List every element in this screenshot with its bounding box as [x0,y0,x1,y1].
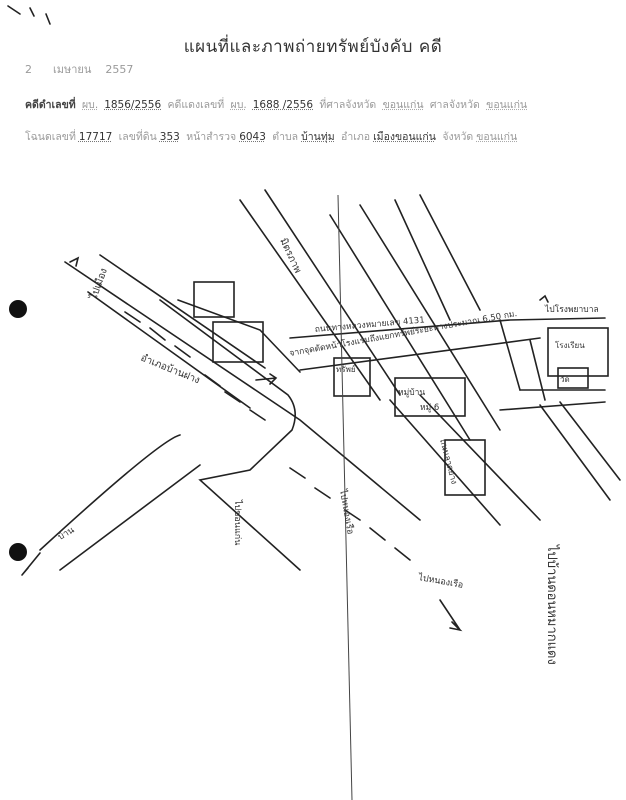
black-case-no: 1856/2556 [104,99,162,111]
subject-box [333,357,371,397]
temple-box [557,367,589,389]
pole-ticks [124,311,411,561]
court-value: ขอนแก่น [382,99,424,111]
highway-branch-line [177,299,301,373]
label-right-side: ไปบ้านดอนหมากแดง [544,544,560,665]
black-case-prefix: ผบ. [82,99,99,111]
survey-no: 6043 [239,131,266,143]
road-northeast [329,204,501,441]
deed-no: 17717 [78,131,113,143]
arrow-top-right [539,294,549,303]
date-year: 2557 [105,63,134,76]
red-case-no: 1688 /2556 [252,99,314,111]
label-top-right: ไปโรงพยาบาล [544,304,599,315]
land-no-label: เลขที่ดิน [118,131,157,143]
arrow-down [439,599,463,632]
black-case-label: คดีดำเลขที่ [25,99,76,111]
label-highway: อำเภอบ้านฝาง [139,352,202,387]
label-left-road: ไปขอนแก่น [232,499,243,545]
red-case-prefix: ผบ. [230,99,247,111]
building-box-2 [193,281,235,318]
highway-lines [87,254,266,409]
district-label: อำเภอ [341,131,371,143]
label-temple: วัด [560,375,570,384]
highway-upper-line [64,261,421,521]
arrow-up-left [69,256,80,267]
province-label: จังหวัด [442,131,474,143]
punch-hole-top [9,300,27,318]
label-school: โรงเรียน [555,340,585,350]
province: ขอนแก่น [476,131,518,143]
page-title: แผนที่และภาพถ่ายทรัพย์บังคับ คดี [183,37,443,57]
subdistrict-label: ตำบล [272,131,299,143]
school-box [547,327,609,377]
province-court-label: ศาลจังหวัด [429,99,480,111]
label-to-left: บ้าน [56,525,76,543]
moo-box [444,439,486,496]
arrow-down-left [21,552,41,576]
case-row: คดีดำเลขที่ ผบ. 1856/2556 คดีแดงเลขที่ ผบ… [25,96,530,113]
survey-label: หน้าสำรวจ [186,131,237,143]
label-subject: ทรัพย์ [336,364,356,374]
road-east-branch [539,401,621,501]
deed-label: โฉนดเลขที่ [25,131,76,143]
left-road [39,434,201,571]
land-no: 353 [159,131,180,143]
road-to-north [239,189,401,401]
corner-mark [7,5,51,25]
label-side-road: ถนนลาดยาง [437,438,459,485]
label-to-city: ไปเมือง [87,266,110,301]
subdistrict: บ้านทุ่ม [301,131,335,143]
road-far-north [394,194,481,321]
label-moo: หมู่ 6 [420,403,439,413]
village-box [394,377,466,417]
road-4131 [289,317,606,411]
red-case-label: คดีแดงเลขที่ [167,99,225,111]
label-village: หมู่บ้าน [398,387,425,398]
building-box-1 [212,321,264,363]
fold-line [337,194,353,800]
highway-curve [159,299,301,571]
punch-hole-bottom [9,543,27,561]
label-to-bottom: ไปหนองเรือ [416,572,464,591]
date-prefix: 2 [25,63,32,76]
district: เมืองขอนแก่น [373,131,436,143]
arrow-right [255,373,278,385]
road-connector [499,319,546,401]
date-month: เมษายน [52,63,92,76]
date-line: 2 เมษายน 2557 [25,60,133,78]
province-court-value: ขอนแก่น [486,99,528,111]
court-label: ที่ศาลจังหวัด [319,99,377,111]
label-to-south: ไปหนองเรือ [337,488,356,536]
